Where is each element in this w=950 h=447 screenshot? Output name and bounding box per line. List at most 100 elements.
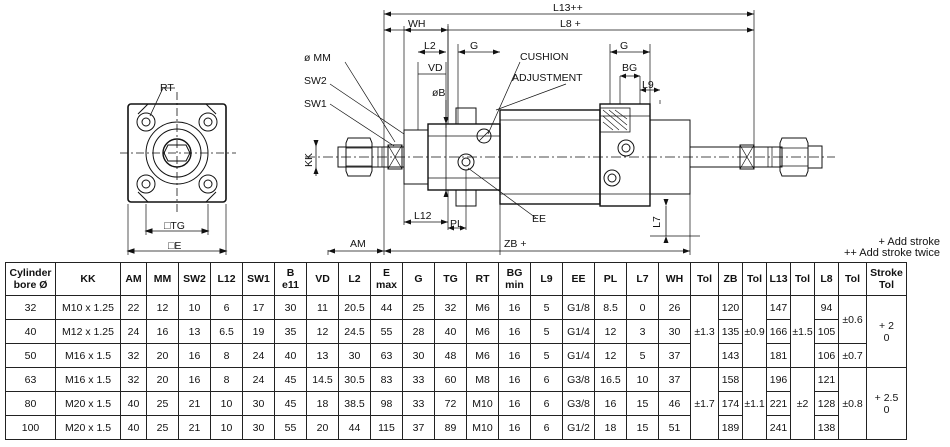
table-cell: ±1.7 bbox=[690, 367, 719, 440]
table-cell: 13 bbox=[178, 319, 211, 344]
label-sw2: SW2 bbox=[304, 75, 327, 87]
table-cell: 16.5 bbox=[594, 367, 627, 392]
table-cell: 32 bbox=[5, 295, 56, 320]
header-cell: EE bbox=[562, 262, 595, 296]
table-cell: 40 bbox=[120, 415, 147, 440]
table-cell: 21 bbox=[178, 391, 211, 416]
table-cell: 16 bbox=[178, 367, 211, 392]
label-g-left: G bbox=[470, 40, 478, 52]
label-adjustment: ADJUSTMENT bbox=[512, 72, 583, 84]
table-cell: 120 bbox=[718, 295, 743, 320]
table-cell: 24.5 bbox=[338, 319, 371, 344]
table-cell: 30 bbox=[242, 391, 275, 416]
table-cell: 30 bbox=[338, 343, 371, 368]
table-cell: M10 bbox=[466, 391, 499, 416]
table-cell: 8 bbox=[210, 367, 243, 392]
table-cell: 16 bbox=[498, 367, 531, 392]
header-cell: L8 bbox=[814, 262, 839, 296]
table-cell: 16 bbox=[498, 415, 531, 440]
table-cell: M6 bbox=[466, 319, 499, 344]
table-cell: 45 bbox=[274, 367, 307, 392]
table-cell: ±1.5 bbox=[790, 295, 815, 368]
table-cell: 40 bbox=[434, 319, 467, 344]
table-cell: 46 bbox=[658, 391, 691, 416]
table-cell: 32 bbox=[120, 367, 147, 392]
header-cell: Tol bbox=[790, 262, 815, 296]
table-cell: 24 bbox=[242, 343, 275, 368]
table-cell: 221 bbox=[766, 391, 791, 416]
technical-drawing: RT □TG □E L13++ L8 + WH L2 G CUSHION ADJ… bbox=[120, 2, 835, 255]
table-cell: 15 bbox=[626, 391, 659, 416]
table-cell: 32 bbox=[120, 343, 147, 368]
header-cell: RT bbox=[466, 262, 499, 296]
table-cell: 45 bbox=[274, 391, 307, 416]
label-tg: □TG bbox=[164, 220, 185, 232]
table-cell: 5 bbox=[530, 319, 563, 344]
header-cell: WH bbox=[658, 262, 691, 296]
table-cell: 38.5 bbox=[338, 391, 371, 416]
header-cell: ZB bbox=[718, 262, 743, 296]
table-cell: 30 bbox=[242, 415, 275, 440]
table-cell: M6 bbox=[466, 295, 499, 320]
table-cell: 40 bbox=[274, 343, 307, 368]
table-cell: 26 bbox=[658, 295, 691, 320]
label-wh: WH bbox=[408, 18, 426, 30]
table-cell: M10 x 1.25 bbox=[55, 295, 121, 320]
table-cell: 20 bbox=[146, 343, 179, 368]
table-cell: + 2 0 bbox=[866, 295, 907, 368]
table-cell: 30.5 bbox=[338, 367, 371, 392]
table-cell: M20 x 1.5 bbox=[55, 415, 121, 440]
table-cell: 25 bbox=[146, 391, 179, 416]
label-kk: KK bbox=[303, 153, 315, 167]
table-cell: 94 bbox=[814, 295, 839, 320]
table-cell: 20 bbox=[146, 367, 179, 392]
table-cell: 189 bbox=[718, 415, 743, 440]
label-l12: L12 bbox=[414, 210, 432, 222]
table-cell: ±0.7 bbox=[838, 343, 867, 368]
table-cell: 174 bbox=[718, 391, 743, 416]
table-cell: 16 bbox=[146, 319, 179, 344]
label-sw1: SW1 bbox=[304, 98, 327, 110]
table-cell: 6 bbox=[530, 367, 563, 392]
table-cell: 0 bbox=[626, 295, 659, 320]
table-cell: 20.5 bbox=[338, 295, 371, 320]
table-cell: 50 bbox=[5, 343, 56, 368]
table-cell: 30 bbox=[658, 319, 691, 344]
header-cell: Cylinder bore Ø bbox=[5, 262, 56, 296]
table-cell: 3 bbox=[626, 319, 659, 344]
table-cell: 196 bbox=[766, 367, 791, 392]
table-cell: 16 bbox=[594, 391, 627, 416]
table-cell: 32 bbox=[434, 295, 467, 320]
table-cell: G1/4 bbox=[562, 343, 595, 368]
header-cell: Tol bbox=[838, 262, 867, 296]
header-cell: L7 bbox=[626, 262, 659, 296]
table-cell: G1/2 bbox=[562, 415, 595, 440]
table-cell: ±2 bbox=[790, 367, 815, 440]
table-cell: 121 bbox=[814, 367, 839, 392]
table-cell: 18 bbox=[594, 415, 627, 440]
label-l7: L7 bbox=[651, 216, 663, 228]
table-cell: 12 bbox=[146, 295, 179, 320]
table-cell: 143 bbox=[718, 343, 743, 368]
table-cell: 16 bbox=[178, 343, 211, 368]
table-cell: 44 bbox=[338, 415, 371, 440]
label-rt: RT bbox=[160, 82, 174, 94]
header-cell: KK bbox=[55, 262, 121, 296]
table-cell: 16 bbox=[498, 343, 531, 368]
table-cell: 13 bbox=[306, 343, 339, 368]
header-cell: B e11 bbox=[274, 262, 307, 296]
table-cell: G3/8 bbox=[562, 391, 595, 416]
table-cell: 10 bbox=[210, 391, 243, 416]
label-am: AM bbox=[350, 238, 366, 250]
table-cell: 135 bbox=[718, 319, 743, 344]
table-cell: M20 x 1.5 bbox=[55, 391, 121, 416]
header-cell: Tol bbox=[742, 262, 767, 296]
table-cell: M10 bbox=[466, 415, 499, 440]
table-cell: 22 bbox=[120, 295, 147, 320]
table-cell: 6.5 bbox=[210, 319, 243, 344]
table-cell: 12 bbox=[594, 319, 627, 344]
